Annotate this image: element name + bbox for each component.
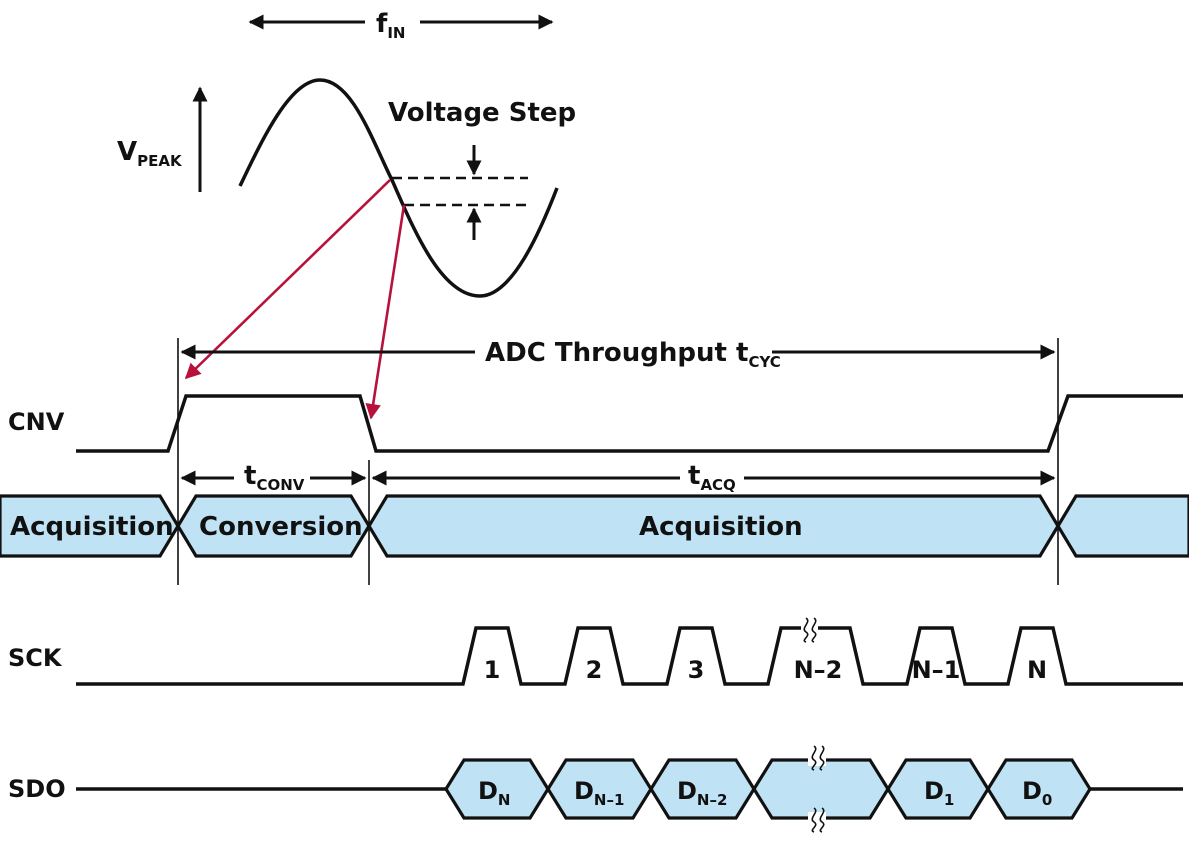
sck-break-mark xyxy=(801,617,817,643)
sck-pulse-label: 2 xyxy=(586,656,603,684)
phase-bus: Acquisition Conversion Acquisition xyxy=(0,494,1189,558)
input-sine-wave xyxy=(238,78,559,298)
sck-pulse-label: N–1 xyxy=(912,656,961,684)
tacq-dimension: tACQ xyxy=(371,461,1056,494)
voltage-step-marker: Voltage Step xyxy=(388,98,576,240)
reference-lines xyxy=(177,338,1059,585)
sck-waveform xyxy=(76,626,1183,686)
sck-pulse-label: N xyxy=(1027,656,1047,684)
sdo-signal-label: SDO xyxy=(8,775,66,803)
vpeak-indicator: VPEAK xyxy=(117,86,208,192)
tacq-label: tACQ xyxy=(688,461,736,494)
sck-pulse-label: 3 xyxy=(688,656,705,684)
sck-signal-label: SCK xyxy=(8,644,63,672)
sck-pulse-label: 1 xyxy=(484,656,501,684)
phase-acquisition-left-label: Acquisition xyxy=(10,512,174,542)
tconv-dimension: tCONV xyxy=(180,461,367,494)
sdo-bit-label: D1 xyxy=(924,777,954,809)
sdo-bit-label: DN xyxy=(478,777,510,809)
phase-conversion-label: Conversion xyxy=(199,512,363,542)
throughput-label: ADC Throughput tCYC xyxy=(485,338,781,371)
sdo-bit-dn-2 xyxy=(649,758,756,820)
throughput-dimension: ADC Throughput tCYC xyxy=(180,338,1056,371)
vpeak-label: VPEAK xyxy=(117,137,183,170)
voltage-step-label: Voltage Step xyxy=(388,98,576,128)
tconv-label: tCONV xyxy=(244,461,305,494)
sdo-break-mark xyxy=(808,745,826,833)
sdo-bit-dn-1 xyxy=(546,758,653,820)
cnv-signal-label: CNV xyxy=(8,408,65,436)
phase-acquisition-left xyxy=(0,494,180,558)
sdo-bit-d0 xyxy=(986,758,1092,820)
fin-label: fIN xyxy=(376,9,405,42)
sck-pulse-label: N–2 xyxy=(794,656,843,684)
sampling-arrows xyxy=(184,179,406,420)
sdo-bus xyxy=(444,758,1092,820)
fin-dimension: fIN xyxy=(248,9,554,42)
sck-pulse-labels: 1 2 3 N–2 N–1 N xyxy=(484,656,1047,684)
phase-acquisition-main-label: Acquisition xyxy=(639,512,803,542)
sdo-bit-labels: DN DN–1 DN–2 D1 D0 xyxy=(478,777,1052,809)
sdo-bit-label: D0 xyxy=(1022,777,1052,809)
sdo-bit-label: DN–1 xyxy=(574,777,624,809)
sdo-bit-label: DN–2 xyxy=(677,777,727,809)
cnv-waveform xyxy=(76,394,1183,453)
phase-acquisition-next xyxy=(1056,494,1189,558)
